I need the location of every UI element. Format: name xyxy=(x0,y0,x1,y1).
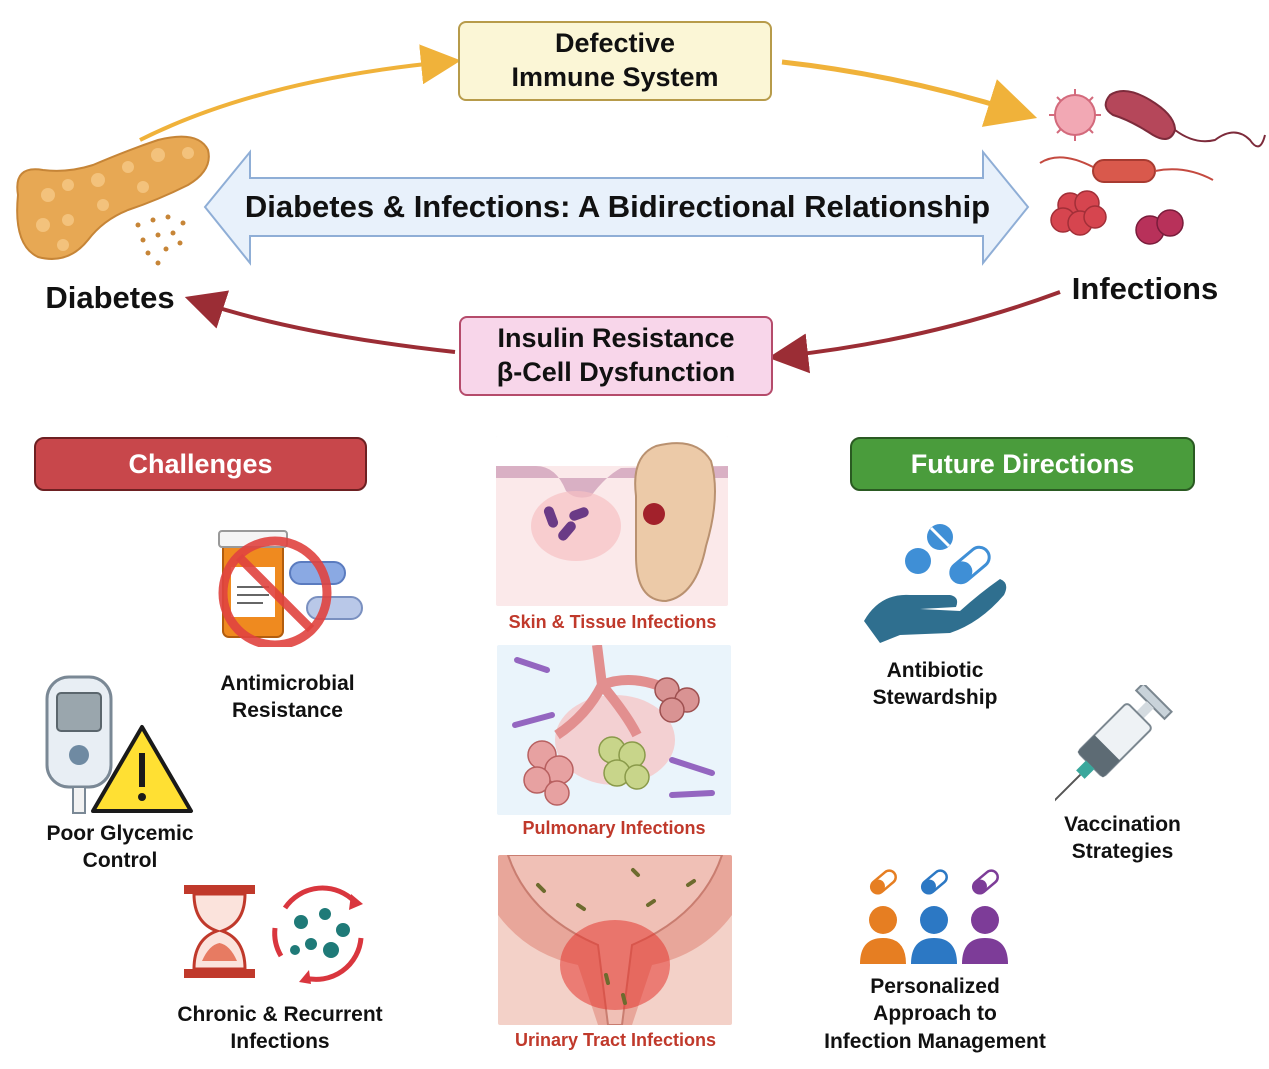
immune-line-2: Immune System xyxy=(511,62,719,92)
poor-glycemic-control-label: Poor Glycemic Control xyxy=(46,822,194,873)
people-icon xyxy=(860,869,1008,964)
antimicrobial-resistance-label: Antimicrobial Resistance xyxy=(220,672,355,723)
main-arrow-title: Diabetes & Infections: A Bidirectional R… xyxy=(244,189,991,224)
defective-immune-box: Defective Immune System xyxy=(458,21,772,101)
urinary-infection-illustration xyxy=(498,855,732,1025)
skin-infection-illustration xyxy=(496,436,728,606)
infections-label: Infections xyxy=(1071,271,1219,306)
pulmonary-infection-illustration xyxy=(497,645,731,815)
pancreas-icon xyxy=(16,135,210,266)
insulin-line-2: β-Cell Dysfunction xyxy=(496,357,736,387)
no-pills-icon xyxy=(218,530,363,647)
arrow-insulin-to-diabetes xyxy=(184,290,456,354)
glucometer-icon xyxy=(45,675,193,814)
recurrent-cycle-icon xyxy=(272,885,364,984)
arrow-immune-to-infections xyxy=(781,59,1038,127)
hand-pills-icon xyxy=(864,524,1007,643)
skin-infections-caption: Skin & Tissue Infections xyxy=(508,612,717,632)
chronic-recurrent-label: Chronic & Recurrent Infections xyxy=(177,1003,383,1054)
arrow-pancreas-to-immune xyxy=(139,44,461,142)
challenges-banner: Challenges xyxy=(34,437,367,491)
bidirectional-arrow-shape xyxy=(203,149,1030,266)
antibiotic-stewardship-label: Antibiotic Stewardship xyxy=(872,659,998,710)
insulin-resistance-box: Insulin Resistance β-Cell Dysfunction xyxy=(459,316,773,396)
diabetes-label: Diabetes xyxy=(45,280,175,315)
future-directions-banner: Future Directions xyxy=(850,437,1195,491)
urinary-infections-caption: Urinary Tract Infections xyxy=(514,1030,717,1050)
personalized-approach-label: Personalized Approach to Infection Manag… xyxy=(824,975,1046,1053)
warning-icon xyxy=(91,725,193,813)
vaccination-strategies-label: Vaccination Strategies xyxy=(1064,813,1181,864)
insulin-line-1: Insulin Resistance xyxy=(497,323,735,354)
virus-icon xyxy=(1049,89,1101,141)
hourglass-icon xyxy=(184,885,255,978)
immune-line-1: Defective xyxy=(554,28,676,59)
bacteria-icon xyxy=(1039,89,1266,245)
syringe-icon xyxy=(1055,685,1173,813)
pulmonary-infections-caption: Pulmonary Infections xyxy=(522,818,706,838)
arrow-infections-to-insulin xyxy=(768,290,1061,374)
